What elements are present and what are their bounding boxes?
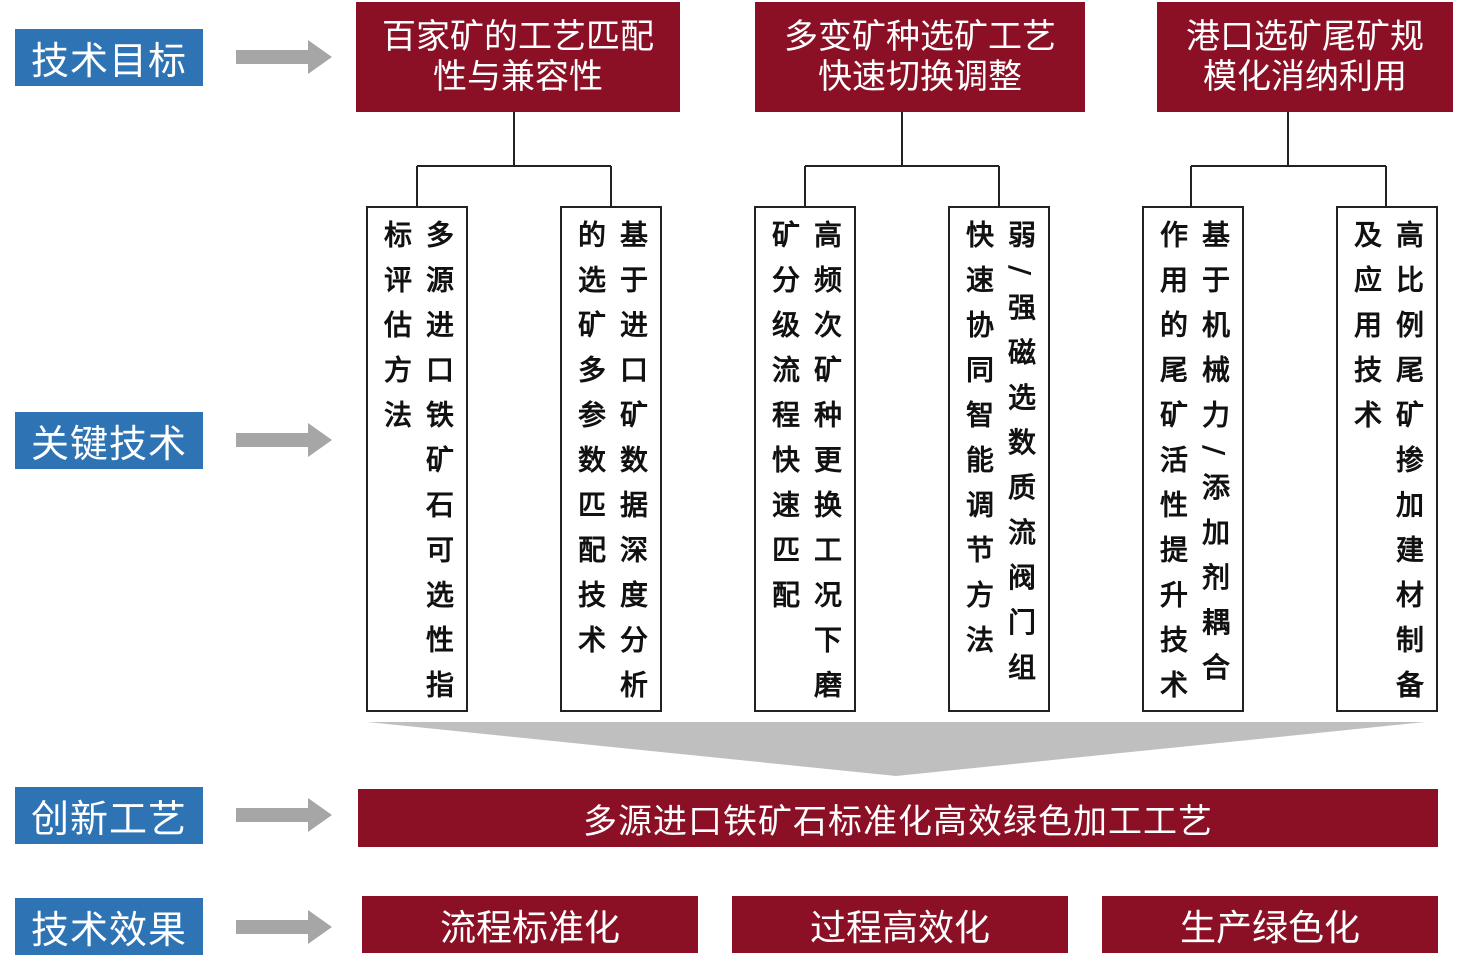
goal-box: 百家矿的工艺匹配性与兼容性 bbox=[356, 2, 680, 112]
tech-box: 基于进口矿数据深度分析 的选矿多参数匹配技术 bbox=[560, 206, 662, 715]
row-label-goal: 技术目标 bbox=[15, 29, 203, 86]
tech-box: 高频次矿种更换工况下磨 矿分级流程快速匹配 bbox=[754, 206, 856, 715]
tech-text-column: 标评估方法 bbox=[380, 220, 413, 445]
goal-line: 模化消纳利用 bbox=[1203, 57, 1407, 97]
tech-text-column: 及应用技术 bbox=[1350, 220, 1383, 445]
effect-box: 流程标准化 bbox=[362, 896, 698, 953]
tech-box: 弱/强磁选数质流阀门组 快速协同智能调节方法 bbox=[948, 206, 1050, 712]
row-label-effect: 技术效果 bbox=[15, 898, 203, 955]
goal-line: 快速切换调整 bbox=[818, 57, 1022, 97]
goal-line: 多变矿种选矿工艺 bbox=[784, 17, 1056, 57]
innovation-box: 多源进口铁矿石标准化高效绿色加工工艺 bbox=[358, 789, 1438, 847]
tech-text-column: 的选矿多参数匹配技术 bbox=[574, 220, 607, 670]
tech-text-column: 矿分级流程快速匹配 bbox=[768, 220, 801, 625]
convergence-arrow bbox=[367, 722, 1425, 776]
tech-box: 多源进口铁矿石可选性指 标评估方法 bbox=[366, 206, 468, 715]
row-label-innovation: 创新工艺 bbox=[15, 787, 203, 844]
tech-text-column: 基于机械力/添加剂耦合 bbox=[1198, 220, 1231, 698]
tech-text-column: 基于进口矿数据深度分析 bbox=[616, 220, 649, 715]
tech-box: 基于机械力/添加剂耦合 作用的尾矿活性提升技术 bbox=[1142, 206, 1244, 715]
goal-box: 多变矿种选矿工艺快速切换调整 bbox=[755, 2, 1085, 112]
goal-line: 百家矿的工艺匹配 bbox=[382, 17, 654, 57]
tech-text-column: 快速协同智能调节方法 bbox=[962, 220, 995, 670]
tech-text-column: 作用的尾矿活性提升技术 bbox=[1156, 220, 1189, 715]
effect-box: 生产绿色化 bbox=[1102, 896, 1438, 953]
goal-line: 性与兼容性 bbox=[433, 57, 603, 97]
arrow-right-icon bbox=[236, 910, 332, 944]
goal-box: 港口选矿尾矿规模化消纳利用 bbox=[1157, 2, 1453, 112]
effect-box: 过程高效化 bbox=[732, 896, 1068, 953]
tech-box: 高比例尾矿掺加建材制备 及应用技术 bbox=[1336, 206, 1438, 715]
tech-text-column: 多源进口铁矿石可选性指 bbox=[422, 220, 455, 715]
tech-text-column: 高比例尾矿掺加建材制备 bbox=[1392, 220, 1425, 715]
goal-line: 港口选矿尾矿规 bbox=[1186, 17, 1424, 57]
tech-text-column: 弱/强磁选数质流阀门组 bbox=[1004, 220, 1037, 698]
arrow-right-icon bbox=[236, 40, 332, 74]
arrow-right-icon bbox=[236, 423, 332, 457]
tech-text-column: 高频次矿种更换工况下磨 bbox=[810, 220, 843, 715]
arrow-right-icon bbox=[236, 798, 332, 832]
row-label-key-tech: 关键技术 bbox=[15, 412, 203, 469]
